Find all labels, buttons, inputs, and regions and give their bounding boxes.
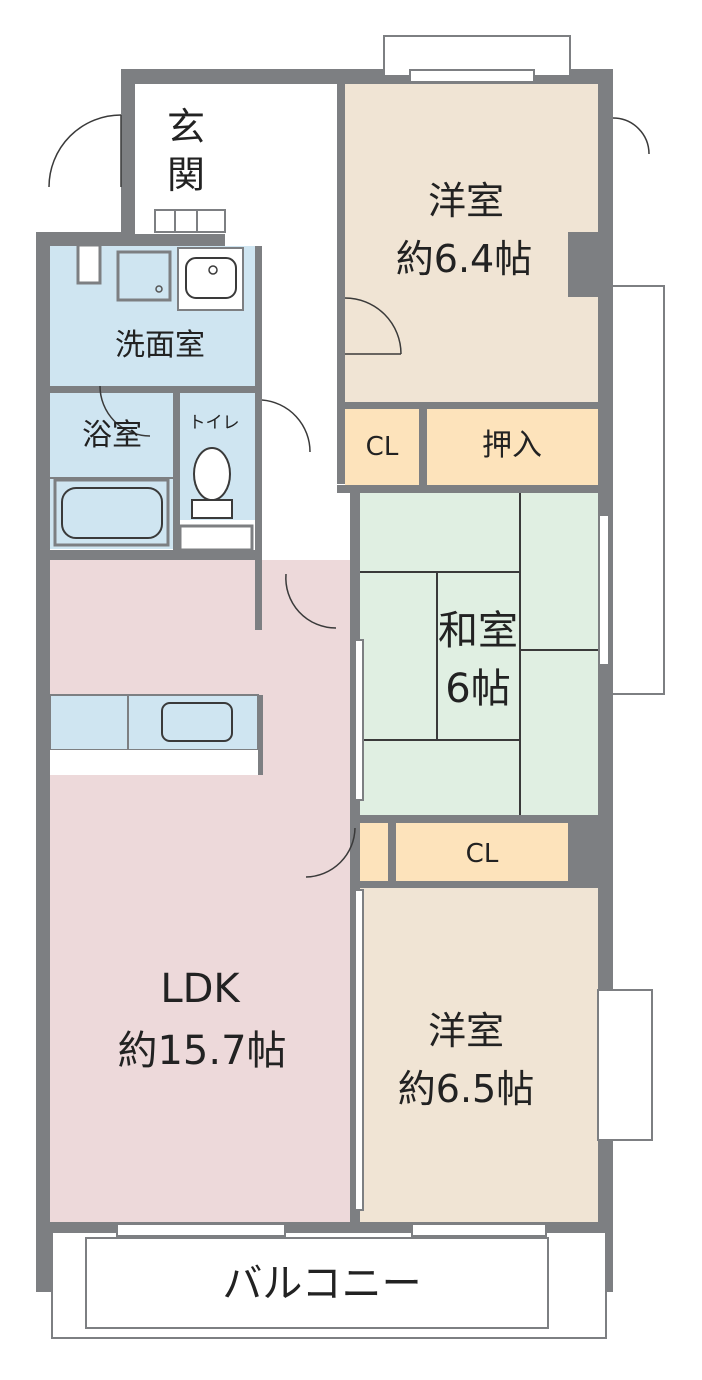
western-south-name: 洋室 <box>428 1009 504 1053</box>
kitchen-back-wall <box>50 750 258 775</box>
japanese-room <box>360 493 598 815</box>
ldk-name: LDK <box>160 966 241 1012</box>
closet-north-label: CL <box>366 432 399 462</box>
interior-walls <box>43 84 598 1223</box>
entrance-label-1: 玄 <box>167 105 205 149</box>
bath-label: 浴室 <box>82 418 142 453</box>
balcony-floor <box>85 1237 549 1329</box>
ldk-room <box>50 560 350 1222</box>
closet-middle <box>396 823 568 881</box>
japanese-name: 和室 <box>438 608 518 654</box>
entrance-label-2: 関 <box>167 153 205 197</box>
japanese-size: 6帖 <box>445 666 510 712</box>
shoe-cabinet-pillar <box>76 243 102 285</box>
balcony-label: バルコニー <box>222 1261 421 1307</box>
western-north-size: 約6.4帖 <box>396 237 532 281</box>
oshiire-storage <box>427 409 598 485</box>
western-north-name: 洋室 <box>428 179 504 223</box>
toilet-label: トイレ <box>189 413 240 433</box>
closet-north <box>345 409 419 485</box>
toilet-bowl <box>191 447 233 519</box>
tatami-lines <box>360 493 598 815</box>
kitchen-counter <box>49 694 259 751</box>
washroom-label: 洗面室 <box>115 328 205 363</box>
ldk-size: 約15.7帖 <box>117 1028 286 1074</box>
western-room-south <box>360 888 598 1222</box>
oshiire-label: 押入 <box>482 428 542 463</box>
toilet-storage <box>178 524 254 552</box>
washing-machine-pan <box>116 250 172 302</box>
bathtub <box>53 478 170 547</box>
closet-middle-label: CL <box>466 839 499 869</box>
door-swings <box>48 114 650 878</box>
western-south-size: 約6.5帖 <box>398 1067 534 1111</box>
western-room-north <box>345 84 598 402</box>
closet-small <box>360 823 388 881</box>
window-sashes <box>116 69 610 1237</box>
kitchen-sink <box>161 702 233 742</box>
wall-pillar-north <box>568 232 598 297</box>
